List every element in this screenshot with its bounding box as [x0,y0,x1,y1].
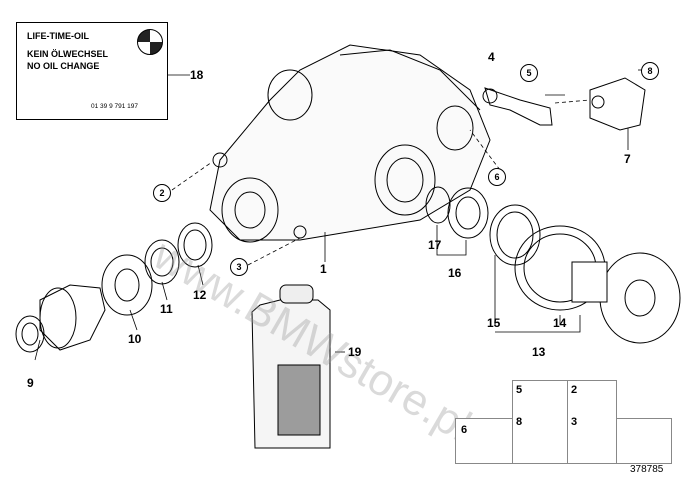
callout-9: 9 [27,376,34,390]
callout-10: 10 [128,332,142,346]
callout-5-circle: 5 [520,64,538,82]
callout-8-circle: 8 [641,62,659,80]
hardware-6: 6 [461,424,468,436]
callout-2-circle: 2 [153,184,171,202]
label-part-number: 01 39 9 791 197 [91,103,138,110]
callout-11: 11 [160,302,173,316]
rubber-mount [589,77,646,131]
callout-7: 7 [624,152,631,166]
bolt-2-box [567,380,617,464]
bolt-5-box [512,380,568,464]
diagram-reference-number: 378785 [630,464,664,475]
callout-16: 16 [448,266,462,280]
callout-3-circle: 3 [230,258,248,276]
callout-17: 17 [428,238,442,252]
callout-19: 19 [348,345,362,359]
input-flange [39,284,106,351]
callout-13: 13 [532,345,546,359]
oil-info-label: LIFE-TIME-OIL KEIN ÖLWECHSEL NO OIL CHAN… [16,22,168,120]
callout-15: 15 [487,316,501,330]
callout-1: 1 [320,262,327,276]
callout-4: 4 [488,50,495,64]
label-line-3: NO OIL CHANGE [27,61,100,71]
rear-bracket [484,87,553,126]
hardware-8: 8 [516,416,523,428]
hardware-5: 5 [516,384,523,396]
bmw-logo-icon [137,29,163,55]
callout-14: 14 [553,316,567,330]
label-line-1: LIFE-TIME-OIL [27,31,89,41]
hardware-3: 3 [571,416,578,428]
callout-6-circle: 6 [488,168,506,186]
label-line-2: KEIN ÖLWECHSEL [27,49,109,59]
callout-18: 18 [190,68,204,82]
arrow-box [616,418,672,464]
hardware-2: 2 [571,384,578,396]
callout-12: 12 [193,288,207,302]
